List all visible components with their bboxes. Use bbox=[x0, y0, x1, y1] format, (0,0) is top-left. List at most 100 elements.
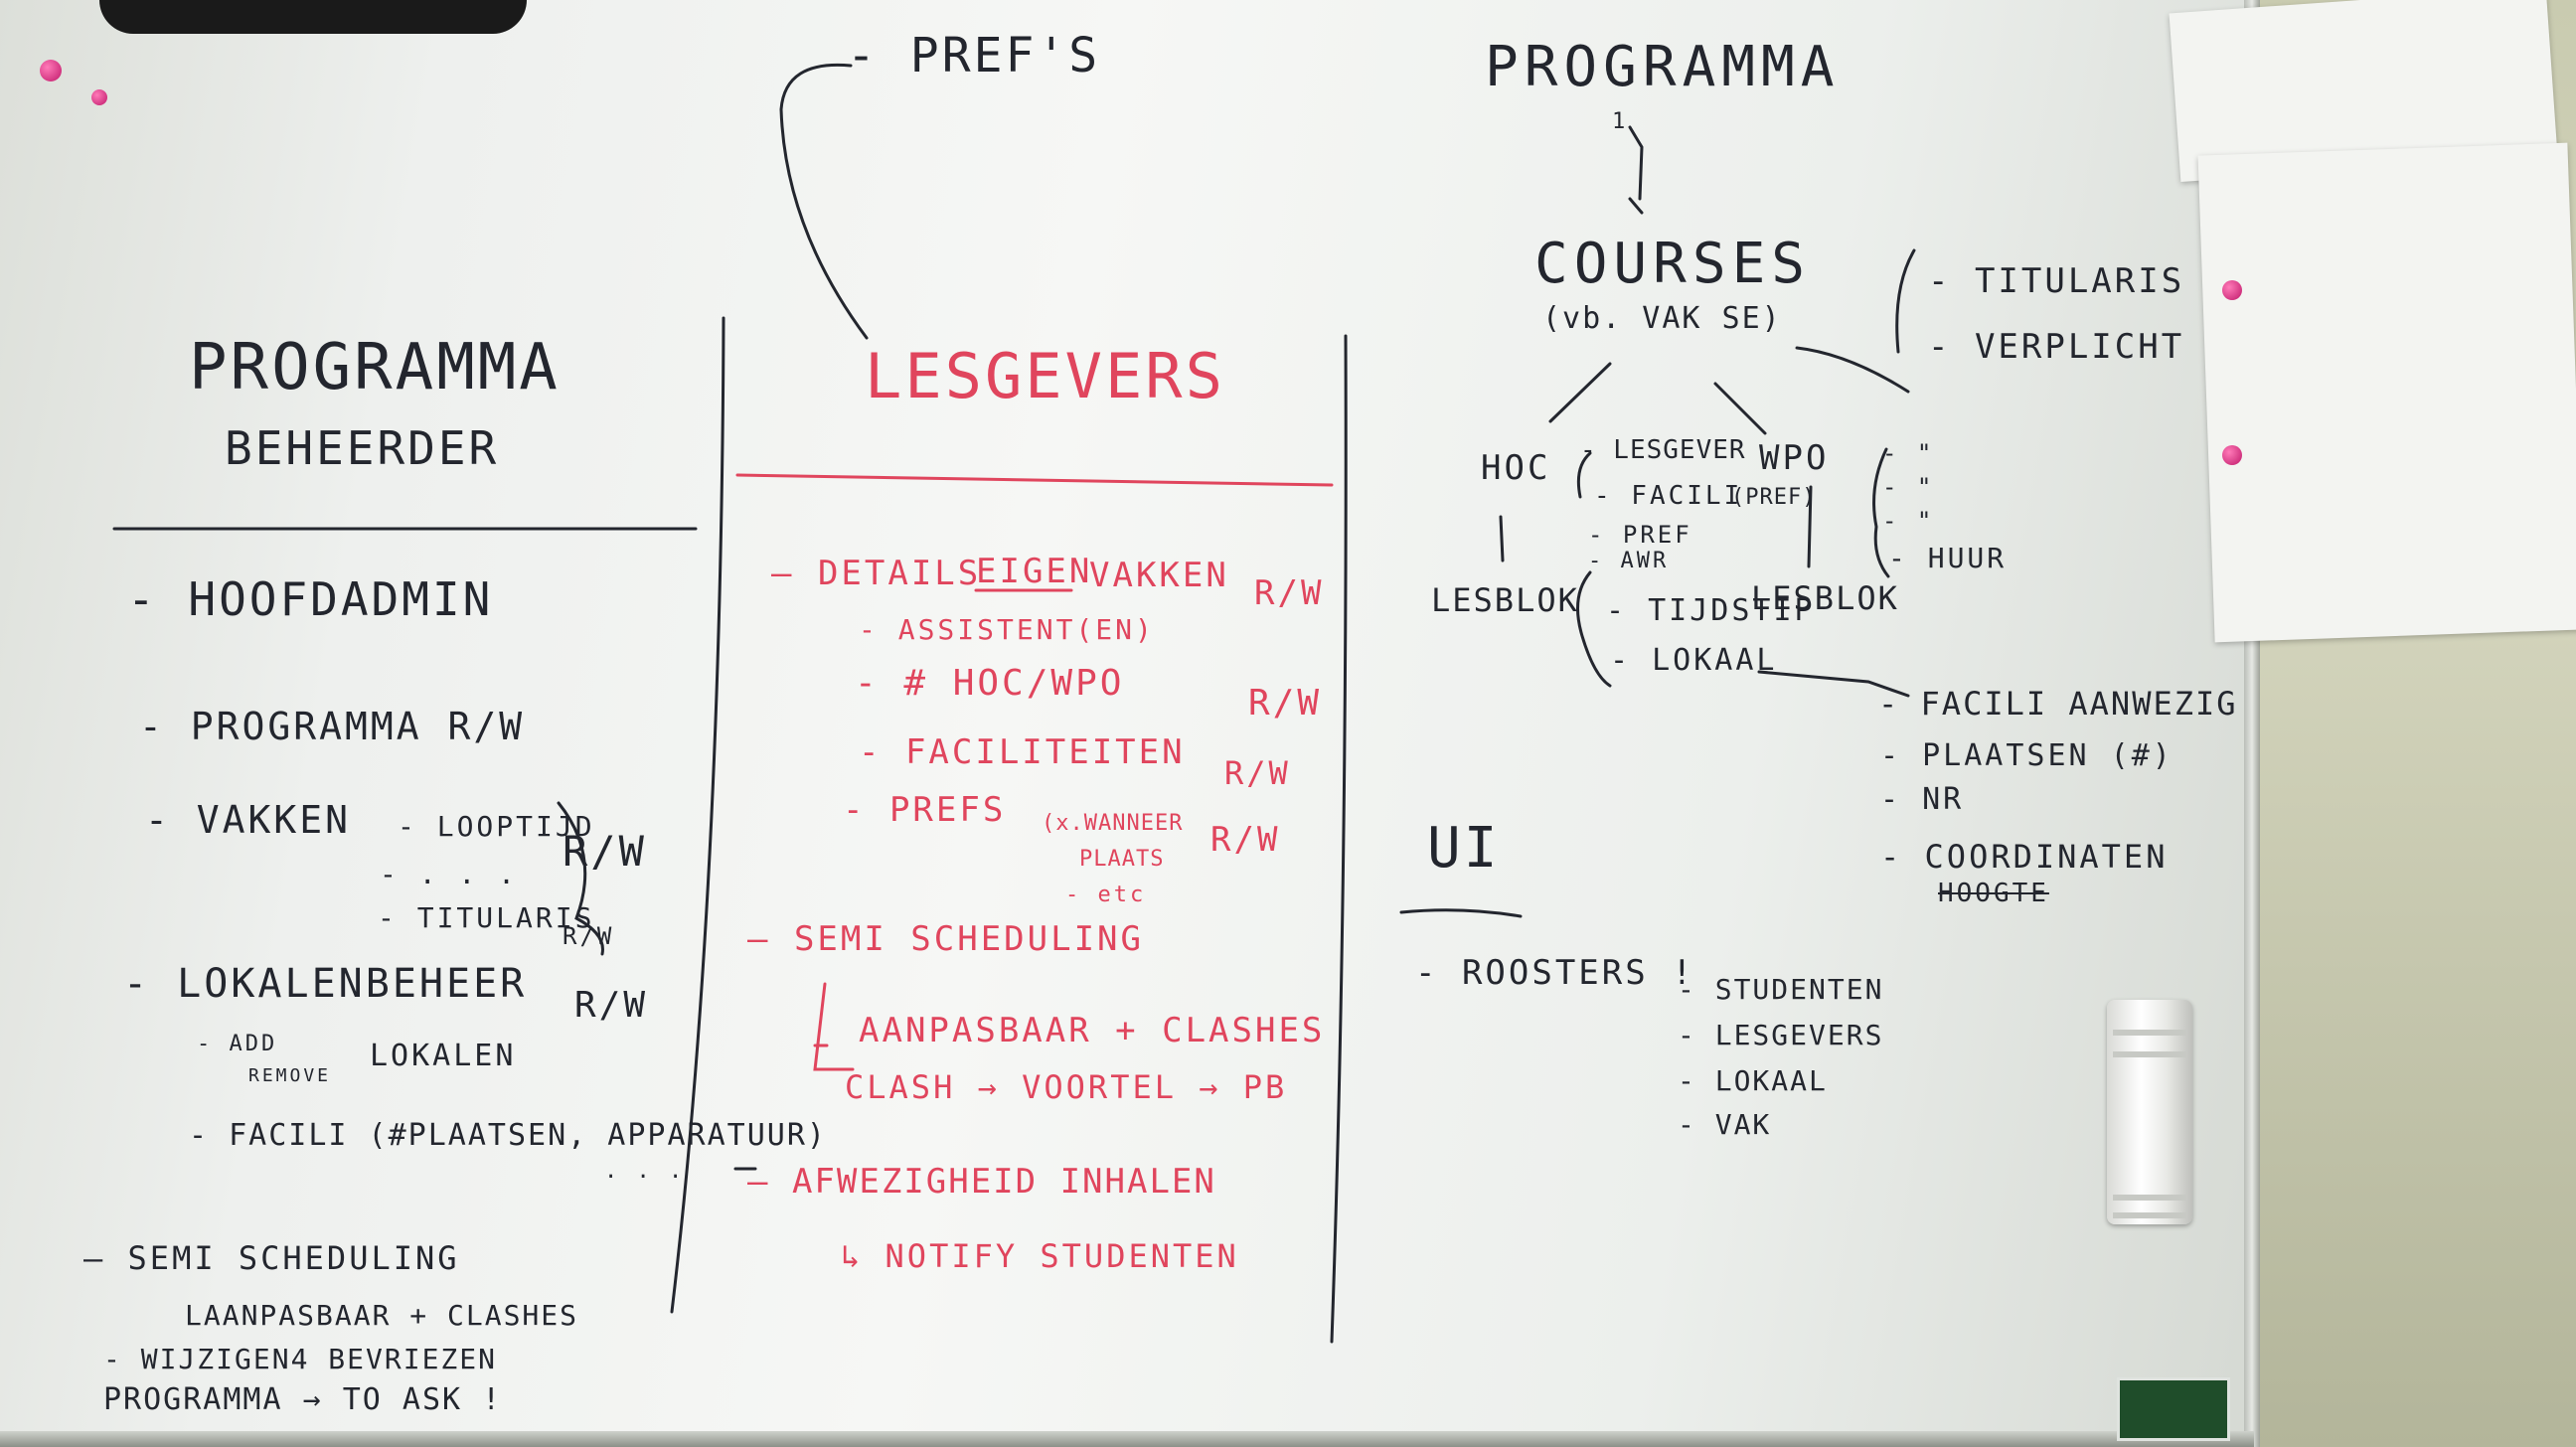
left-item-add: - ADD bbox=[197, 1032, 278, 1056]
middle-item-afwezigheid: — AFWEZIGHEID INHALEN bbox=[747, 1162, 1216, 1202]
left-item-to-ask: PROGRAMMA → TO ASK ! bbox=[103, 1382, 503, 1417]
right-lesblok: LESBLOK bbox=[1431, 581, 1579, 619]
right-wpo: WPO bbox=[1759, 438, 1830, 478]
middle-title: LESGEVERS bbox=[865, 340, 1225, 412]
middle-item-assistent: - ASSISTENT(EN) bbox=[859, 613, 1155, 646]
middle-item-plaats: PLAATS bbox=[1079, 847, 1165, 872]
middle-item-details: — DETAILS bbox=[771, 554, 982, 593]
left-item-facili: - FACILI (#PLAATSEN, APPARATUUR) bbox=[189, 1118, 827, 1153]
left-item-wijzigen: - WIJZIGEN4 BEVRIEZEN bbox=[103, 1343, 498, 1375]
hoc-line bbox=[1499, 515, 1505, 563]
right-column-divider bbox=[1330, 334, 1348, 1344]
right-courses-titularis: - TITULARIS bbox=[1928, 261, 2185, 301]
board-brand-sticker bbox=[2117, 1377, 2230, 1441]
right-lesblok-lokaal: - LOKAAL bbox=[1610, 643, 1778, 678]
right-lokaal-hoogte: HOOGTE bbox=[1938, 879, 2049, 908]
right-lokaal-facili: - FACILI AANWEZIG bbox=[1878, 685, 2238, 723]
right-lesblok-wpo: LESBLOK bbox=[1751, 579, 1899, 617]
left-item-lokalenbeheer: - LOKALENBEHEER bbox=[123, 961, 528, 1007]
vakken-brace bbox=[557, 801, 604, 956]
right-hoc-pref-tag: (PREF) bbox=[1731, 485, 1817, 510]
whiteboard bbox=[0, 0, 2254, 1447]
pin-icon bbox=[2222, 445, 2242, 465]
courses-branch-left bbox=[1548, 362, 1612, 423]
right-rooster-studenten: - STUDENTEN bbox=[1678, 973, 1884, 1006]
lesblok-brace bbox=[1576, 451, 1612, 688]
middle-item-aanpasbaar: AANPASBAAR + CLASHES bbox=[859, 1011, 1326, 1050]
left-item-semi-scheduling: — SEMI SCHEDULING bbox=[83, 1239, 460, 1277]
wpo-brace bbox=[1872, 447, 1890, 578]
right-hoc-facili: - FACILI bbox=[1594, 481, 1743, 511]
whiteboard-frame-bottom bbox=[0, 1431, 2254, 1447]
right-roosters: - ROOSTERS ! bbox=[1415, 953, 1695, 993]
left-item-aanpasbaar: LAANPASBAAR + CLASHES bbox=[185, 1299, 579, 1332]
middle-item-prefs: - PREFS bbox=[843, 790, 1007, 830]
left-rw-titularis: R/W bbox=[563, 922, 615, 950]
pin-icon bbox=[91, 89, 107, 105]
courses-brace bbox=[1895, 248, 1916, 354]
right-wpo-huur: - HUUR bbox=[1888, 542, 2008, 574]
ui-underline bbox=[1399, 908, 1523, 918]
left-column-divider bbox=[670, 316, 725, 1314]
red-strokes bbox=[735, 473, 1334, 1071]
middle-item-notify: ↳ NOTIFY STUDENTEN bbox=[841, 1237, 1239, 1275]
middle-item-etc: - etc bbox=[1065, 883, 1147, 907]
semi-bracket bbox=[813, 982, 855, 1071]
middle-rw-prefs: R/W bbox=[1210, 820, 1281, 860]
middle-item-faciliteiten: - FACILITEITEN bbox=[859, 732, 1186, 772]
left-item-vakken: - VAKKEN bbox=[145, 798, 352, 842]
left-item-programma: - PROGRAMMA R/W bbox=[139, 705, 526, 748]
right-courses: COURSES bbox=[1534, 232, 1812, 296]
middle-rw-faciliteiten: R/W bbox=[1224, 754, 1291, 792]
left-item-remove: REMOVE bbox=[248, 1065, 332, 1086]
courses-attr-connector bbox=[1795, 346, 1910, 394]
right-lokaal-coordinaten: - COORDINATEN bbox=[1880, 838, 2169, 876]
middle-item-vakken: VAKKEN bbox=[1089, 556, 1229, 595]
lokaal-arrow bbox=[1757, 670, 1910, 698]
left-item-facili-dots: . . . bbox=[604, 1159, 686, 1184]
left-rw-lokalen: R/W bbox=[574, 985, 649, 1026]
wpo-bar bbox=[1807, 485, 1813, 568]
right-rooster-lesgevers: - LESGEVERS bbox=[1678, 1019, 1884, 1051]
black-strokes bbox=[112, 63, 1916, 1344]
left-item-dots: - . . . bbox=[380, 858, 519, 890]
right-wpo-ditto-1: - " bbox=[1882, 439, 1935, 467]
right-rooster-lokaal: - LOKAAL bbox=[1678, 1064, 1828, 1097]
programma-arrow bbox=[1628, 125, 1644, 215]
right-courses-verplicht: - VERPLICHT bbox=[1928, 327, 2185, 367]
middle-rw-hoc-wpo: R/W bbox=[1248, 683, 1323, 724]
right-hoc-pref: - PREF bbox=[1588, 521, 1692, 549]
courses-branch-right bbox=[1713, 382, 1767, 435]
whiteboard-eraser[interactable] bbox=[2107, 1000, 2192, 1224]
left-title-line-1: PROGRAMMA bbox=[189, 331, 561, 404]
right-ui: UI bbox=[1427, 816, 1501, 881]
right-courses-sub: (vb. VAK SE) bbox=[1542, 301, 1782, 336]
middle-item-hoc-wpo: - # HOC/WPO bbox=[855, 663, 1125, 704]
middle-item-semi-scheduling: — SEMI SCHEDULING bbox=[747, 919, 1144, 959]
right-lokaal-plaatsen: - PLAATSEN (#) bbox=[1880, 738, 2174, 773]
lesgevers-underline bbox=[735, 473, 1334, 487]
middle-rw-details: R/W bbox=[1254, 573, 1325, 613]
pin-icon bbox=[2222, 280, 2242, 300]
left-item-hoofdadmin: - HOOFDADMIN bbox=[127, 572, 494, 626]
right-rooster-vak: - VAK bbox=[1678, 1108, 1772, 1141]
right-lokaal-nr: - NR bbox=[1880, 782, 1965, 817]
right-hoc-awr: - AWR bbox=[1588, 549, 1670, 573]
right-wpo-ditto-3: - " bbox=[1882, 507, 1935, 535]
left-item-lokalen: LOKALEN bbox=[370, 1039, 517, 1073]
right-title: PROGRAMMA bbox=[1485, 35, 1841, 99]
middle-item-eigen: EIGEN bbox=[976, 552, 1093, 591]
pin-icon bbox=[40, 60, 62, 81]
board-magnet bbox=[99, 0, 527, 34]
pref-connector bbox=[779, 63, 869, 340]
right-hoc-lesgever: - LESGEVER bbox=[1580, 435, 1746, 465]
left-item-looptijd: - LOOPTIJD bbox=[398, 810, 595, 843]
right-number: 1 bbox=[1612, 109, 1629, 134]
right-lesblok-tijdstip: - TIJDSTIP bbox=[1606, 593, 1816, 628]
left-item-titularis: - TITULARIS bbox=[378, 901, 595, 934]
right-hoc: HOC bbox=[1481, 448, 1551, 488]
middle-item-wanneer: (x.WANNEER bbox=[1042, 811, 1184, 836]
middle-prefs-label: - PREF'S bbox=[847, 28, 1101, 83]
right-wpo-ditto-2: - " bbox=[1882, 473, 1935, 501]
